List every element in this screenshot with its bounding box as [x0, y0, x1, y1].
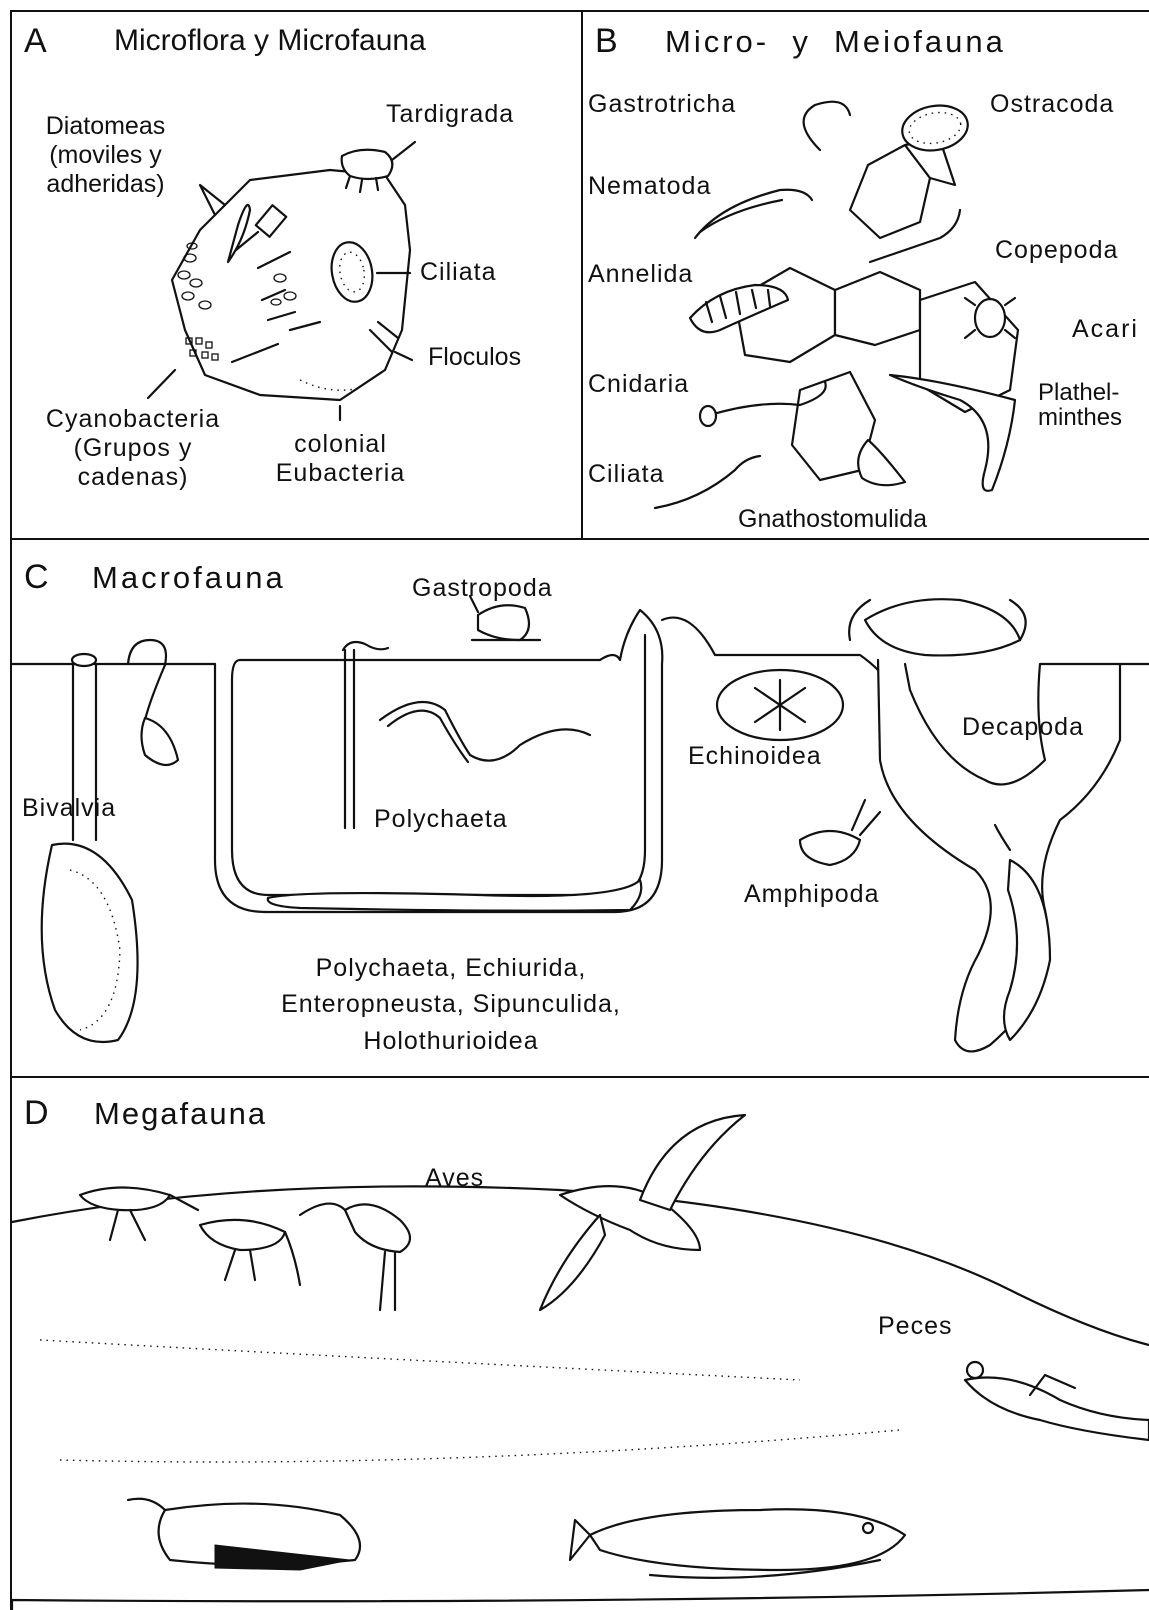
label-floculos: Floculos — [428, 343, 521, 372]
label-bivalvia: Bivalvia — [22, 794, 116, 823]
label-eubacteria: colonial Eubacteria — [253, 430, 428, 488]
label-plathelminthes: Plathel- minthes — [1038, 380, 1122, 430]
label-decapoda: Decapoda — [962, 713, 1084, 742]
sand-grains-b — [655, 101, 1018, 508]
label-ostracoda: Ostracoda — [990, 90, 1114, 119]
panel-a-title: Microflora y Microfauna — [114, 24, 426, 58]
shore-d — [12, 1115, 1149, 1610]
label-aves: Aves — [425, 1164, 484, 1193]
panel-c-title: Macrofauna — [92, 560, 286, 596]
label-ciliata-b: Ciliata — [588, 460, 664, 489]
label-gastropoda: Gastropoda — [412, 574, 553, 603]
label-cnidaria: Cnidaria — [588, 370, 689, 399]
label-amphipoda: Amphipoda — [744, 880, 879, 909]
label-cyanobacteria: Cyanobacteria (Grupos y cadenas) — [18, 405, 248, 491]
panel-d-letter: D — [24, 1094, 49, 1133]
panel-b-letter: B — [595, 22, 618, 61]
label-annelida: Annelida — [588, 260, 693, 289]
label-polychaeta: Polychaeta — [374, 805, 508, 834]
label-tardigrada: Tardigrada — [386, 100, 514, 129]
panel-b-title: Micro- y Meiofauna — [665, 24, 1006, 60]
panel-a-letter: A — [24, 22, 47, 61]
panel-c-letter: C — [24, 558, 49, 597]
label-nematoda: Nematoda — [588, 172, 711, 201]
label-ciliata-a: Ciliata — [420, 258, 496, 287]
panel-d-title: Megafauna — [94, 1096, 267, 1132]
label-diatomeas: Diatomeas (moviles y adheridas) — [18, 112, 193, 198]
label-gastrotricha: Gastrotricha — [588, 90, 736, 119]
label-acari: Acari — [1072, 315, 1139, 344]
label-burrowers: Polychaeta, Echiurida, Enteropneusta, Si… — [226, 950, 676, 1059]
label-copepoda: Copepoda — [995, 236, 1118, 265]
label-echinoidea: Echinoidea — [688, 742, 822, 771]
label-peces: Peces — [878, 1312, 952, 1341]
label-gnathostomulida: Gnathostomulida — [738, 505, 927, 534]
